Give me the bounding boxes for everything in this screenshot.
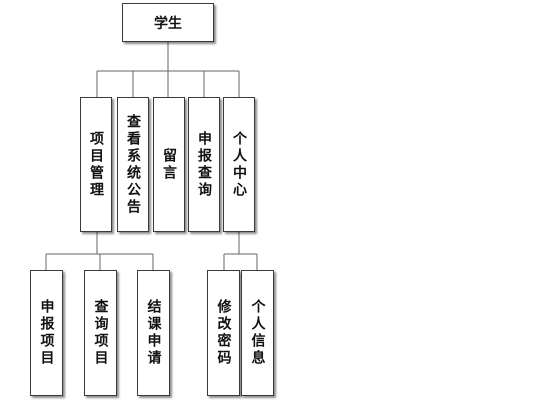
- node-query-project-label: 查询项目: [92, 299, 109, 367]
- node-project-management-label: 项目管理: [88, 130, 104, 199]
- node-project-management: 项目管理: [80, 97, 112, 232]
- node-change-password-label: 修改密码: [215, 299, 232, 367]
- node-query-project: 查询项目: [84, 270, 117, 396]
- node-personal-center-label: 个人中心: [231, 130, 247, 199]
- node-completion-application-label: 结课申请: [145, 299, 162, 367]
- node-completion-application: 结课申请: [137, 270, 170, 396]
- node-view-system-notice-label: 查看系统公告: [125, 113, 141, 216]
- node-root-student: 学生: [122, 3, 214, 42]
- node-change-password: 修改密码: [207, 270, 240, 396]
- node-application-query: 申报查询: [188, 97, 220, 232]
- node-root-label: 学生: [154, 15, 182, 32]
- node-message-label: 留言: [161, 147, 177, 182]
- node-personal-center: 个人中心: [223, 97, 255, 232]
- node-application-query-label: 申报查询: [196, 130, 212, 199]
- node-message: 留言: [153, 97, 185, 232]
- node-personal-info-label: 个人信息: [249, 299, 266, 367]
- node-view-system-notice: 查看系统公告: [117, 97, 149, 232]
- node-apply-project: 申报项目: [30, 270, 63, 396]
- node-apply-project-label: 申报项目: [38, 299, 55, 367]
- node-personal-info: 个人信息: [241, 270, 274, 396]
